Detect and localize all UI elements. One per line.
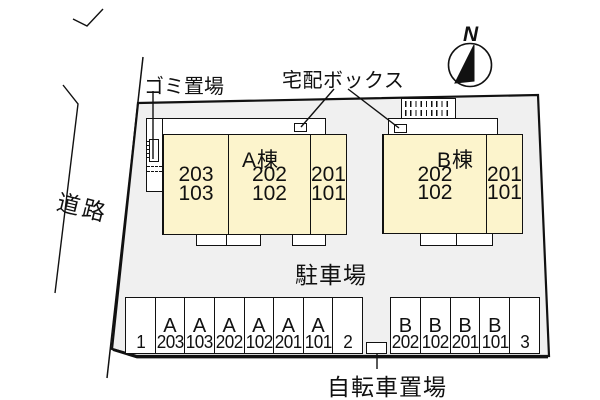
unit-number-upper: 202 — [417, 162, 453, 186]
unit-number-upper: 203 — [178, 163, 214, 186]
stall-number: 201 — [274, 332, 303, 352]
building-a-unit-cell: 203 103 — [163, 135, 228, 234]
parking-stall: A 201 — [273, 298, 303, 353]
stall-building-letter: A — [222, 315, 236, 337]
hatch-row — [405, 101, 452, 107]
building-a: A棟 203 103 202 102 201 101 — [162, 134, 347, 235]
parking-stall: 1 — [126, 298, 155, 353]
stall-building-letter: B — [458, 315, 472, 337]
stall-building-letter: A — [311, 315, 325, 337]
stall-number: 101 — [481, 332, 509, 352]
stall-number: 2 — [343, 332, 353, 352]
garbage-area-hatch — [146, 141, 149, 160]
unit-number-lower: 102 — [417, 181, 453, 204]
bicycle-parking-box — [366, 342, 387, 354]
stall-number: 102 — [245, 332, 273, 352]
building-b-porch — [420, 232, 458, 246]
building-a-unit-cell: 201 101 — [309, 135, 346, 234]
compass-circle — [447, 42, 493, 88]
bicycle-parking-label: 自転車置場 — [327, 374, 447, 400]
road-label: 道路 — [54, 188, 112, 227]
parking-stall: B 102 — [419, 298, 450, 353]
garbage-area-label: ゴミ置場 — [144, 76, 224, 98]
unit-number-lower: 103 — [178, 181, 214, 205]
parking-lot-label: 駐車場 — [295, 262, 367, 288]
delivery-box-a — [294, 123, 307, 132]
unit-number-lower: 102 — [251, 181, 287, 205]
hatch-row — [405, 110, 452, 116]
garbage-area-dashed-line — [147, 166, 162, 167]
parking-stall: 3 — [509, 298, 539, 353]
unit-number-lower: 101 — [486, 181, 522, 204]
stall-building-letter: B — [398, 315, 413, 337]
building-b-unit-cell: 201 101 — [485, 135, 522, 233]
stall-building-letter: A — [192, 315, 207, 337]
parking-stall: A 203 — [154, 298, 185, 353]
parking-stall: B 201 — [449, 298, 480, 353]
stall-number: 202 — [215, 332, 244, 352]
compass-north-label: N — [463, 23, 479, 46]
compass-needle-icon — [454, 44, 475, 84]
parking-stall: A 101 — [302, 298, 333, 353]
stall-number: 203 — [156, 332, 184, 352]
garbage-area-dashed-line — [147, 171, 162, 172]
parking-stall: 2 — [332, 298, 362, 353]
building-b-stairs-hatch — [401, 98, 456, 119]
road-edge-tick — [72, 8, 104, 27]
building-b-porch — [456, 232, 493, 246]
unit-number-lower: 101 — [310, 181, 346, 205]
unit-number-upper: 201 — [310, 163, 346, 186]
delivery-box-b — [394, 124, 407, 133]
stall-number: 103 — [185, 332, 214, 352]
stall-number: 1 — [135, 332, 145, 352]
stall-number: 3 — [520, 332, 530, 352]
parking-stall: A 102 — [243, 298, 274, 353]
stall-building-letter: B — [428, 315, 442, 337]
stall-number: 202 — [391, 332, 420, 352]
parking-block-left: 1 A 203 A 103 A 202 A 102 A — [125, 297, 363, 354]
stall-building-letter: A — [252, 315, 266, 337]
stall-building-letter: A — [281, 315, 296, 337]
stall-building-letter: A — [163, 315, 177, 337]
building-b-unit-cell: 202 102 — [383, 135, 486, 233]
stall-number: 101 — [304, 332, 332, 352]
parking-block-right: B 202 B 102 B 201 B 101 3 — [390, 297, 540, 354]
stall-number: 201 — [451, 332, 479, 352]
delivery-box-label: 宅配ボックス — [282, 70, 405, 92]
parking-stall: A 202 — [213, 298, 244, 353]
garbage-area-box — [149, 139, 159, 162]
parking-stall: B 202 — [391, 298, 420, 353]
unit-number-upper: 201 — [486, 162, 522, 186]
building-b-name: B棟 — [436, 149, 474, 172]
stall-number: 102 — [421, 332, 450, 352]
parking-stall: B 101 — [479, 298, 509, 353]
unit-number-upper: 202 — [251, 163, 287, 186]
building-a-unit-cell: 202 102 — [228, 135, 310, 234]
building-a-name: A棟 — [241, 149, 279, 172]
stall-building-letter: B — [488, 315, 502, 337]
parking-stall: A 103 — [184, 298, 214, 353]
building-b: B棟 202 102 201 101 — [382, 134, 523, 234]
